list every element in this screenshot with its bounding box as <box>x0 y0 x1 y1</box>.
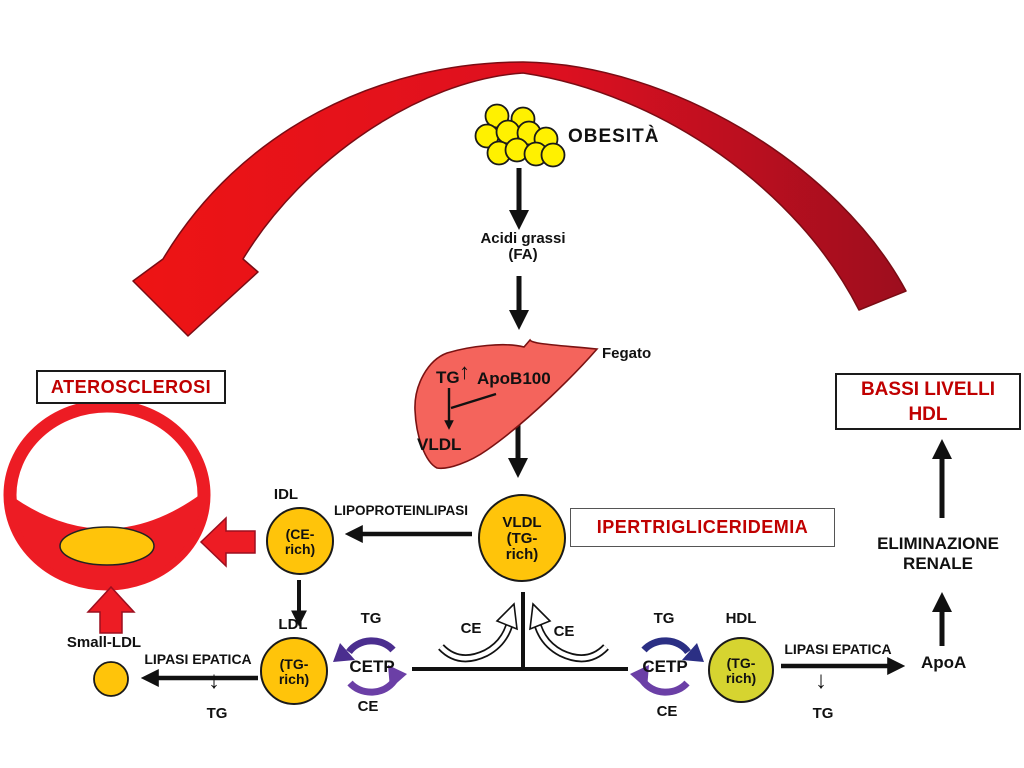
apoa-label: ApoA <box>921 653 967 672</box>
idl-circle <box>266 507 334 575</box>
hdl-line1: (TG- <box>726 655 756 671</box>
ce-curved-arrow-left <box>438 602 518 663</box>
lipoprotein-lipase-label: LIPOPROTEINLIPASI <box>333 503 469 518</box>
renal-line2: RENALE <box>903 554 973 573</box>
block-arrow-smallldl-to-artery <box>86 585 136 634</box>
vldl-line2: rich) <box>505 546 539 563</box>
fatty-acids-line2: (FA) <box>508 245 538 263</box>
liver-apob100-label: ApoB100 <box>477 369 551 388</box>
cetp-right-tg-label: TG <box>653 610 675 627</box>
liver-tg-label: TG <box>436 368 460 387</box>
renal-line1: ELIMINAZIONE <box>877 534 999 553</box>
cetp-left-ce-label: CE <box>357 698 379 715</box>
obesity-label: OBESITÀ <box>568 126 660 147</box>
fatty-acids-label: Acidi grassi (FA) <box>480 231 565 263</box>
hdl-title: HDL <box>725 610 757 627</box>
lipasi-left-tg-label: TG <box>206 705 228 722</box>
cetp-right-ce-label: CE <box>656 703 678 720</box>
vldl-circle-text: VLDL (TG- rich) <box>502 515 541 563</box>
vldl-title: VLDL <box>502 514 542 531</box>
artery-lipid-core <box>59 526 155 566</box>
cetp-cycle-right <box>630 637 704 696</box>
lipasi-right-tg-label: TG <box>812 705 834 722</box>
liver-shape <box>414 338 599 470</box>
idl-line1: (CE- <box>285 526 315 542</box>
low-hdl-line2: HDL <box>908 403 948 425</box>
vldl-line1: (TG- <box>506 530 538 547</box>
small-ldl-circle <box>93 661 129 697</box>
cetp-left-tg-label: TG <box>360 610 382 627</box>
ldl-line2: rich) <box>278 671 310 687</box>
small-ldl-label: Small-LDL <box>66 634 142 651</box>
hdl-line2: rich) <box>725 670 757 686</box>
ce-curved-arrow-right <box>529 602 609 663</box>
ldl-circle-text: (TG- rich) <box>279 657 309 687</box>
ce-transfer-left-label: CE <box>460 620 482 637</box>
low-hdl-line1: BASSI LIVELLI <box>860 378 996 400</box>
low-hdl-box: BASSI LIVELLI HDL <box>835 373 1021 430</box>
idl-line2: rich) <box>284 541 316 557</box>
idl-title: IDL <box>273 486 299 503</box>
ldl-circle <box>260 637 328 705</box>
obesity-cluster-icon <box>474 103 566 168</box>
lipasi-right-down-icon: ↓ <box>815 667 827 694</box>
liver-tg-up-icon: ↑ <box>459 359 470 384</box>
hdl-circle-text: (TG- rich) <box>726 656 756 686</box>
vldl-circle <box>478 494 566 582</box>
idl-circle-text: (CE- rich) <box>285 527 315 557</box>
cetp-cycle-left <box>333 637 407 696</box>
hdl-circle <box>708 637 774 703</box>
cetp-left-name: CETP <box>349 657 395 677</box>
ce-transfer-right-label: CE <box>553 623 575 640</box>
lipasi-left-down-icon: ↓ <box>208 667 220 694</box>
liver-label: Fegato <box>602 345 652 362</box>
renal-elimination-label: ELIMINAZIONE RENALE <box>877 534 999 574</box>
block-arrow-idl-to-artery <box>199 516 256 568</box>
hypertriglyceridemia-box: IPERTRIGLICERIDEMIA <box>570 508 835 547</box>
lipasi-epatica-left-label: LIPASI EPATICA <box>144 651 252 667</box>
lipasi-epatica-right-label: LIPASI EPATICA <box>784 641 892 657</box>
ldl-line1: (TG- <box>279 656 309 672</box>
atherosclerosis-box: ATEROSCLEROSI <box>36 370 226 404</box>
liver-vldl-label: VLDL <box>417 435 462 454</box>
fatty-acids-line1: Acidi grassi <box>480 230 566 247</box>
liver-tg-branch-line <box>450 392 497 410</box>
ldl-title: LDL <box>278 616 308 633</box>
cetp-right-name: CETP <box>642 657 688 677</box>
big-risk-arrow <box>132 61 907 337</box>
